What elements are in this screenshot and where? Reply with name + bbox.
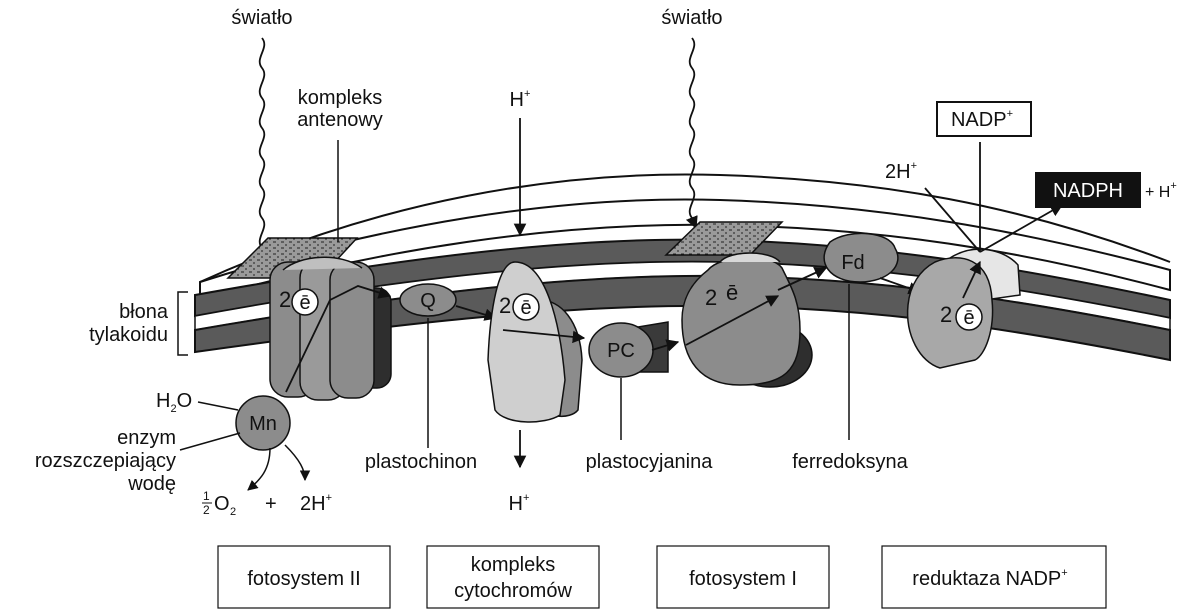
two-h-top-label: 2H+ <box>885 160 917 183</box>
svg-text:2: 2 <box>940 302 952 327</box>
oxygen-product: 1 2 O 2 <box>202 489 236 518</box>
electron-badge-cyt: 2 ē <box>499 293 539 320</box>
mn-cluster: Mn <box>236 396 290 450</box>
mn-label: Mn <box>249 413 277 435</box>
antenna-label-line1: kompleks <box>298 87 382 109</box>
enzyme-label-line2: rozszczepiający <box>35 450 176 472</box>
antenna-label-line2: antenowy <box>297 109 383 131</box>
svg-text:ē: ē <box>963 307 974 329</box>
plastoquinone-label: plastochinon <box>365 451 477 473</box>
ferredoxin: Fd <box>824 233 898 282</box>
complex-label-psi: fotosystem I <box>657 546 829 608</box>
nadp-label: NADP+ <box>951 108 1013 131</box>
complex-label-cytochrome: kompleks cytochromów <box>427 546 599 608</box>
svg-text:Fd: Fd <box>841 252 864 274</box>
plus-sign: + <box>265 493 277 515</box>
electron-badge-psii: 2 ē <box>279 287 318 315</box>
ferredoxin-label: ferredoksyna <box>792 451 908 473</box>
enzyme-label-line1: enzym <box>117 427 176 449</box>
svg-text:cytochromów: cytochromów <box>454 580 572 602</box>
nadph-plus-label: + H+ <box>1145 180 1177 201</box>
proton-bottom-label: H+ <box>509 492 530 515</box>
electron-badge-nadp: 2 ē <box>940 302 982 330</box>
svg-text:1: 1 <box>203 489 210 503</box>
svg-text:fotosystem I: fotosystem I <box>689 568 797 590</box>
light-label: światło <box>231 7 292 29</box>
two-h-product: 2H+ <box>300 492 332 515</box>
light-wave-1: światło <box>231 7 292 260</box>
plastocyanin-label: plastocyjanina <box>586 451 714 473</box>
svg-text:2: 2 <box>230 506 236 518</box>
svg-text:2: 2 <box>499 293 511 318</box>
svg-text:PC: PC <box>607 340 635 362</box>
photosystem-ii <box>270 257 391 400</box>
light-label: światło <box>661 7 722 29</box>
plastoquinone: Q <box>400 284 456 316</box>
svg-text:2: 2 <box>279 287 291 312</box>
svg-text:O: O <box>214 493 230 515</box>
svg-text:reduktaza NADP+: reduktaza NADP+ <box>912 567 1067 590</box>
enzyme-label-line3: wodę <box>127 473 176 495</box>
svg-text:ē: ē <box>299 292 310 314</box>
svg-text:fotosystem II: fotosystem II <box>247 568 360 590</box>
svg-text:ē: ē <box>520 297 531 319</box>
light-wave-2: światło <box>661 7 722 228</box>
svg-text:kompleks: kompleks <box>471 554 555 576</box>
proton-top-label: H+ <box>510 88 531 111</box>
svg-text:Q: Q <box>420 290 436 312</box>
membrane-bracket <box>178 292 188 355</box>
svg-text:ē: ē <box>726 280 738 305</box>
membrane-label-line1: błona <box>119 301 169 323</box>
membrane-label-line2: tylakoidu <box>89 324 168 346</box>
svg-text:2: 2 <box>203 503 210 517</box>
complex-label-psii: fotosystem II <box>218 546 390 608</box>
water-label: H2O <box>156 390 192 415</box>
nadph-label: NADPH <box>1053 180 1123 202</box>
complex-label-nadp-reductase: reduktaza NADP+ <box>882 546 1106 608</box>
svg-text:2: 2 <box>705 285 717 310</box>
